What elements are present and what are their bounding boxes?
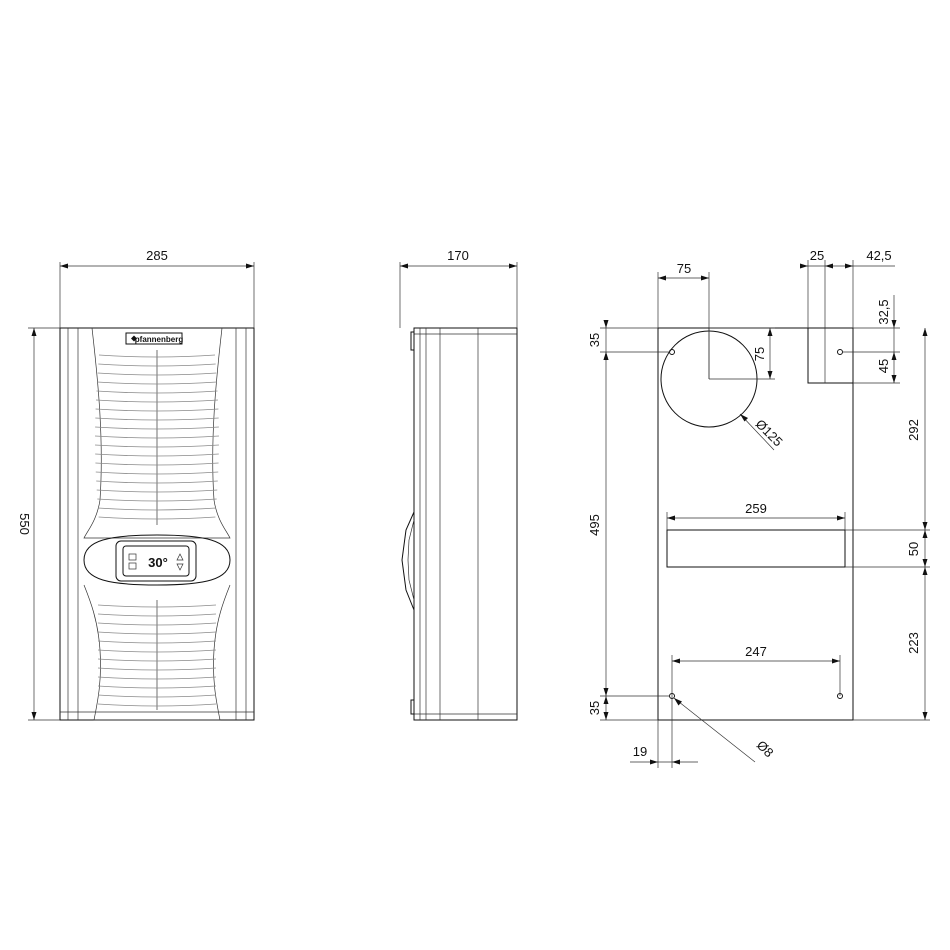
upper-grille-slats [94, 354, 220, 520]
grille-slat [97, 372, 217, 376]
dim-19: 19 [633, 744, 647, 759]
cutout-slot [666, 529, 846, 568]
dim-32-5: 32,5 [876, 299, 891, 324]
dim-35-bottom: 35 [587, 701, 602, 715]
width-dimension-label: 285 [146, 248, 168, 263]
dim-50: 50 [906, 542, 921, 556]
dim-diameter-8: Ø8 [754, 737, 777, 760]
dim-75-vertical: 75 [752, 347, 767, 361]
dim-247: 247 [745, 644, 767, 659]
grille-slat [97, 685, 217, 689]
grille-slat [98, 363, 216, 367]
grille-slat [98, 516, 216, 520]
side-top-mount [410, 331, 415, 351]
side-bottom-mount [410, 699, 415, 715]
lower-grille-slats [97, 604, 217, 707]
side-housing-outline [413, 327, 518, 721]
grille-slat [97, 381, 217, 385]
grille-slat [96, 390, 218, 394]
dim-25: 25 [810, 248, 824, 263]
grille-slat [95, 462, 219, 466]
top-bracket [807, 327, 854, 384]
dim-495: 495 [587, 514, 602, 536]
grille-slat [97, 613, 217, 617]
grille-slat [98, 354, 216, 358]
logo-text: pfannenberg [135, 335, 184, 344]
grille-slat [97, 694, 217, 698]
grille-slat [94, 435, 220, 439]
grille-slat [97, 498, 217, 502]
controller-button-enter-icon [128, 562, 137, 570]
upper-grille-outline [83, 327, 231, 539]
dim-45: 45 [876, 359, 891, 373]
controller-button-set-icon [128, 553, 137, 561]
dim-42-5: 42,5 [866, 248, 891, 263]
grille-slat [97, 604, 217, 608]
height-dimension-label: 550 [17, 513, 32, 535]
grille-slat [96, 489, 218, 493]
side-view: 170 [399, 248, 518, 721]
grille-slat [95, 426, 219, 430]
dim-35-top: 35 [587, 333, 602, 347]
controller-down-arrow-icon [176, 563, 184, 571]
grille-slat [97, 658, 217, 662]
front-view: 30° pfannenberg 285 550 [17, 248, 255, 721]
side-controller-protrusion [401, 511, 415, 611]
grille-slat [97, 649, 217, 653]
mount-hole-top-left [669, 349, 675, 355]
logo-plate [125, 332, 183, 345]
dim-223: 223 [906, 632, 921, 654]
grille-slat [97, 667, 217, 671]
grille-slat [97, 676, 217, 680]
mount-hole-top-right [837, 349, 843, 355]
dim-75-horizontal: 75 [677, 261, 691, 276]
grille-slat [96, 480, 218, 484]
grille-slat [95, 453, 219, 457]
logo-diamond-icon [131, 335, 137, 342]
controller-up-arrow-icon [176, 553, 184, 561]
grille-slat [95, 471, 219, 475]
grille-slat [95, 417, 219, 421]
grille-slat [97, 703, 217, 707]
grille-slat [95, 444, 219, 448]
grille-slat [97, 622, 217, 626]
cutout-view: 75 25 42,5 32,5 45 75 35 [587, 248, 930, 768]
grille-slat [95, 408, 219, 412]
grille-slat [95, 399, 219, 403]
dim-292: 292 [906, 419, 921, 441]
grille-slat [97, 640, 217, 644]
grille-slat [97, 507, 217, 511]
dim-259: 259 [745, 501, 767, 516]
depth-dimension-label: 170 [447, 248, 469, 263]
lower-grille-outline [83, 584, 231, 721]
controller-bezel [83, 534, 231, 586]
controller-display [122, 545, 190, 577]
display-temperature: 30° [148, 555, 168, 570]
grille-slat [97, 631, 217, 635]
